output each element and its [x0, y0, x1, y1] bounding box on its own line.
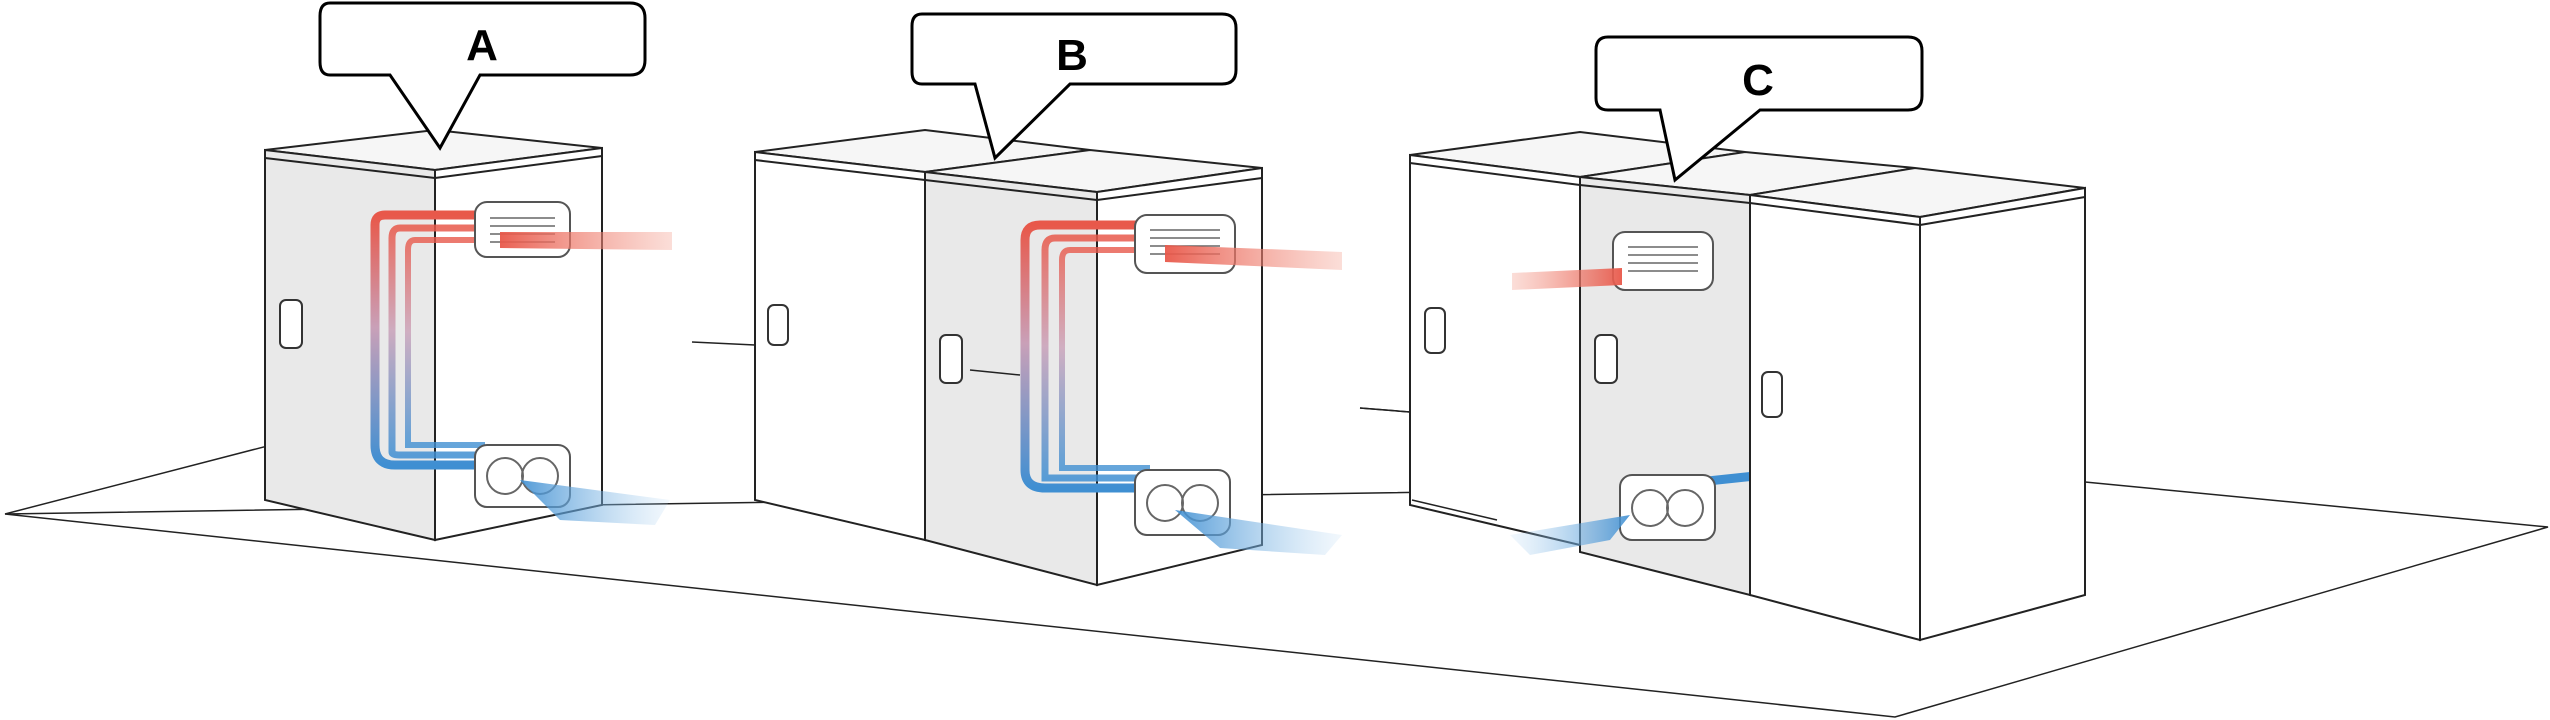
cabinet-c-left [1409, 130, 1746, 547]
hot-air-outflow [1512, 268, 1622, 290]
callout-label-b: B [1056, 31, 1088, 80]
exhaust-grille-icon [1612, 231, 1714, 291]
door-handle-icon [1761, 371, 1783, 418]
door-handle-icon [939, 334, 963, 384]
cold-air-inflow [1510, 515, 1630, 555]
door-handle-icon [767, 304, 789, 346]
coolant-pipes [1020, 220, 1230, 493]
exhaust-grille-icon [474, 201, 571, 258]
callout-a: A [318, 1, 647, 151]
callout-b: B [910, 12, 1238, 161]
door-handle-icon [1594, 334, 1618, 384]
cold-air-inflow [1175, 510, 1342, 555]
hot-air-outflow [500, 232, 672, 250]
cabinet-c [1510, 150, 1916, 597]
callout-label-a: A [466, 21, 498, 70]
cabinet-c-right [1749, 166, 2086, 642]
cabinet-a [264, 128, 672, 542]
callout-label-c: C [1742, 56, 1774, 105]
cabinet-b [924, 148, 1342, 587]
cold-air-inflow [520, 480, 670, 525]
door-handle-icon [1424, 307, 1446, 354]
door-handle-icon [279, 299, 303, 349]
floor-line-ab [691, 341, 756, 346]
coolant-pipes [370, 210, 560, 470]
floor-plane [4, 481, 2549, 718]
hot-air-outflow [1165, 245, 1342, 270]
callout-c: C [1594, 35, 1924, 183]
